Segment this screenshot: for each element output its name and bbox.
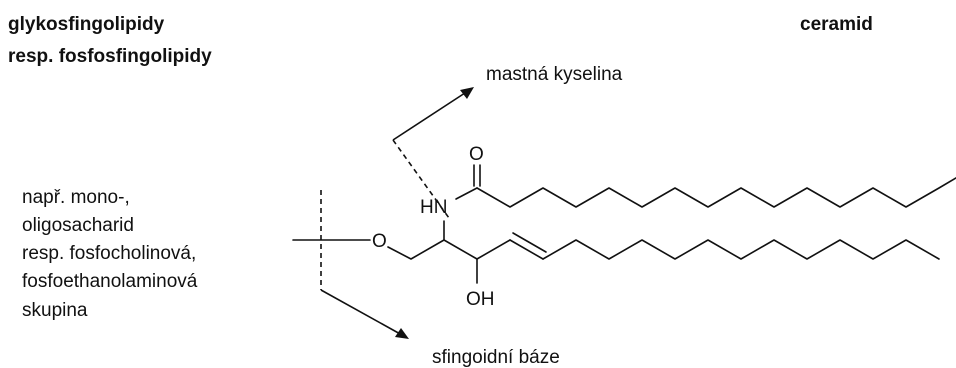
- label-sphingoid-base: sfingoidní báze: [432, 347, 560, 368]
- atom-oxygen-carbonyl: O: [469, 144, 484, 165]
- headgroup-line-1: např. mono-,: [22, 187, 130, 208]
- arrowhead-fatty-acid: [460, 87, 474, 99]
- arrow-fatty-acid: [392, 90, 469, 141]
- bond-sphingoid-chain: [542, 239, 940, 260]
- headgroup-line-4: fosfoethanolaminová: [22, 271, 198, 292]
- dashed-cut-amide: [392, 139, 450, 219]
- headgroup-line-2: oligosacharid: [22, 215, 134, 236]
- bond-oxygen-ch2-c2: [387, 239, 445, 260]
- arrowhead-sphingoid-base: [395, 328, 409, 339]
- atom-hydroxyl: OH: [466, 289, 495, 310]
- label-fatty-acid: mastná kyselina: [486, 64, 623, 85]
- header-phosphosphingolipids-text: resp. fosfosfingolipidy: [8, 46, 212, 67]
- header-glycosphingolipids: glykosfingolipidy: [8, 14, 165, 35]
- header-ceramide: ceramid: [800, 14, 873, 35]
- arrow-sphingoid-base: [320, 289, 403, 336]
- atom-oxygen-ether: O: [372, 231, 387, 252]
- headgroup-line-3: resp. fosfocholinová,: [22, 243, 196, 264]
- bond-c4-c5: [509, 239, 544, 260]
- atom-nitrogen: HN: [420, 197, 447, 218]
- bond-nitrogen-carbonyl: [455, 187, 478, 200]
- headgroup-line-5: skupina: [22, 300, 88, 321]
- bond-fatty-acid-chain: [476, 177, 956, 208]
- bond-c4-c5-double: [512, 232, 547, 253]
- bond-c2-c3: [443, 239, 478, 260]
- bond-c3-c4: [476, 239, 511, 260]
